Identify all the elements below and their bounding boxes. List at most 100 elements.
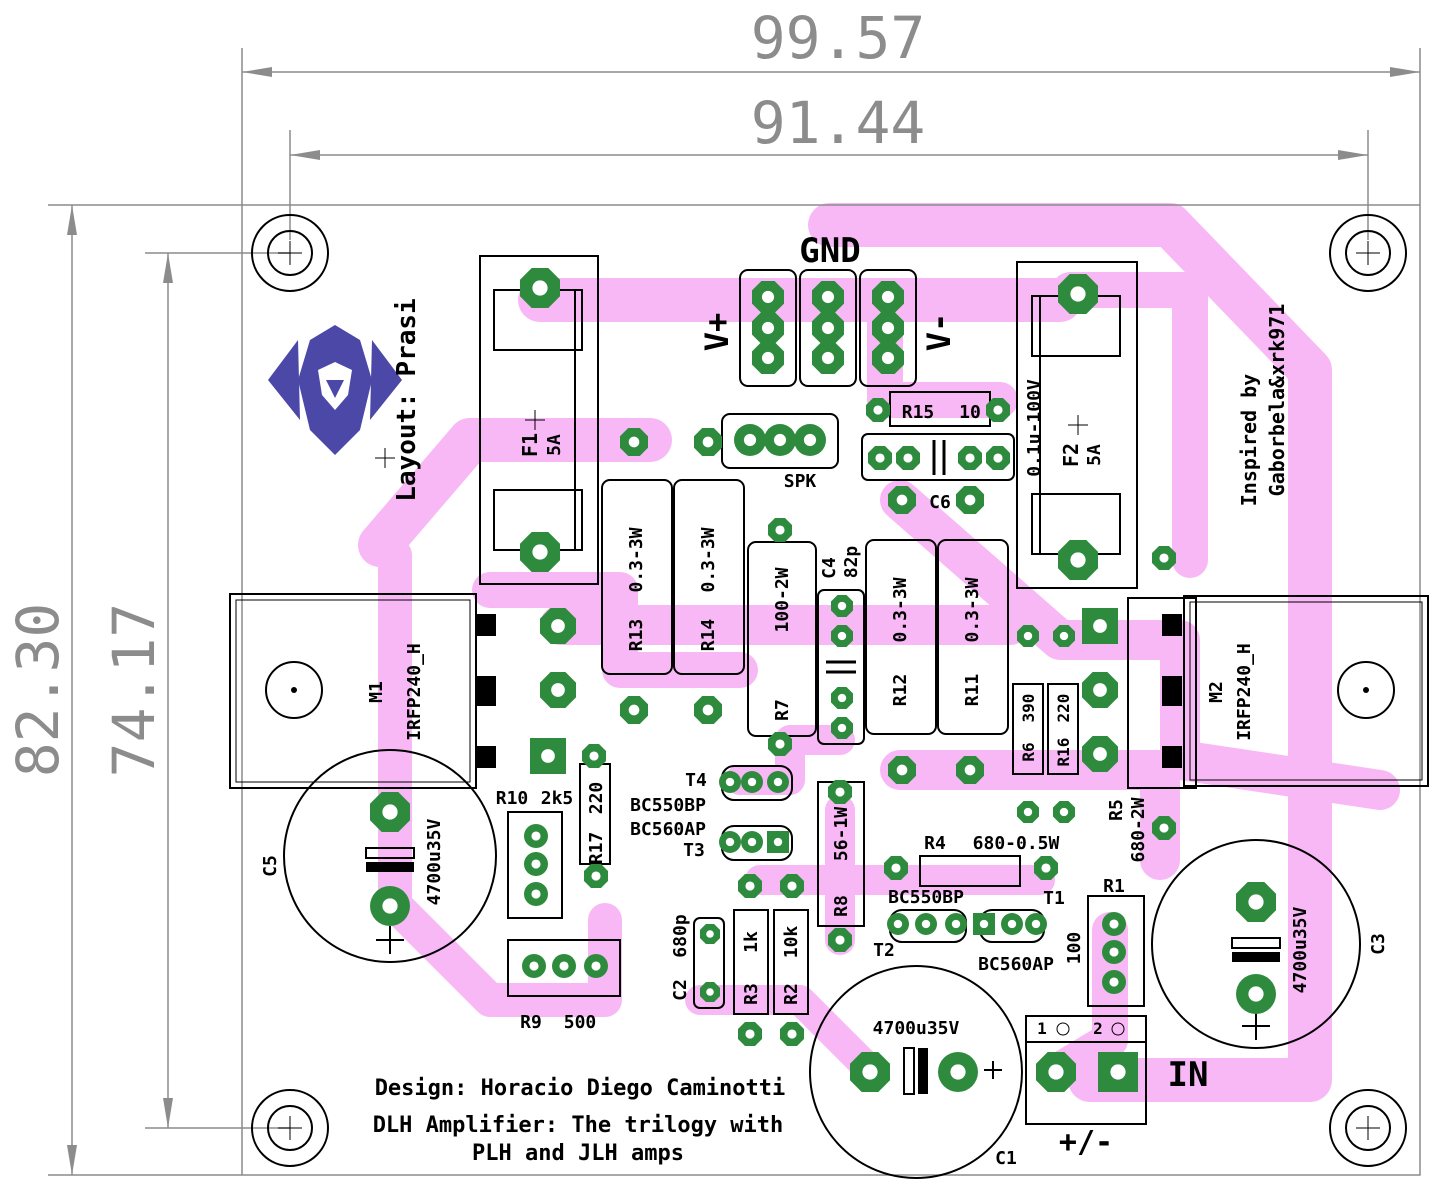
mosfet-m2 xyxy=(1127,595,1429,789)
r14-label: R14 xyxy=(698,619,719,652)
dim-width-inner: 91.44 xyxy=(751,89,926,157)
pad-hole-84 xyxy=(529,961,539,971)
pad-hole-49 xyxy=(382,804,398,820)
r15-label: R15 xyxy=(902,402,935,423)
pad-hole-0 xyxy=(532,280,548,296)
t1-value: BC550BP xyxy=(888,887,964,908)
c6-body xyxy=(861,433,1015,481)
pad-hole-64 xyxy=(773,837,783,847)
pad-hole-31 xyxy=(837,723,847,733)
pad-hole-15 xyxy=(803,433,817,447)
pad-hole-41 xyxy=(1093,683,1107,697)
spk-label: SPK xyxy=(784,471,817,492)
pad-hole-26 xyxy=(775,525,785,535)
r6-label: R6 xyxy=(1019,742,1038,761)
pad-hole-18 xyxy=(875,453,885,463)
pad-hole-79 xyxy=(706,988,714,996)
pad-hole-50 xyxy=(382,898,398,914)
pad-hole-25 xyxy=(702,704,714,716)
pad-hole-22 xyxy=(628,436,640,448)
trace-t-net xyxy=(725,725,855,795)
pad-hole-77 xyxy=(1109,977,1119,987)
pad-hole-9 xyxy=(821,351,835,365)
trace-right-block xyxy=(880,480,1400,810)
r9-trimmer xyxy=(507,939,621,997)
pad-hole-82 xyxy=(787,881,797,891)
pad-hole-30 xyxy=(837,693,847,703)
pad-hole-62 xyxy=(725,837,735,847)
pad-hole-17 xyxy=(993,405,1003,415)
r12-value: 0.3-3W xyxy=(890,577,911,642)
r14-value: 0.3-3W xyxy=(698,527,719,592)
r4-label: R4 xyxy=(924,833,946,854)
pad-hole-56 xyxy=(531,859,541,869)
m1-label: M1 xyxy=(366,681,387,703)
gnd-label: GND xyxy=(799,231,860,271)
r3-body xyxy=(733,909,769,1015)
m2-value: IRFP240_H xyxy=(1234,643,1255,741)
r4-body xyxy=(919,855,1021,887)
c2-label: C2 xyxy=(670,979,691,1001)
in-label: IN xyxy=(1168,1055,1209,1095)
pad-hole-74 xyxy=(1031,919,1041,929)
mounting-hole-tr xyxy=(1329,214,1407,292)
c6-value: 0.1u-100V xyxy=(1024,379,1045,477)
r15-value: 10 xyxy=(959,402,981,423)
r14-body xyxy=(673,479,745,675)
r3-label: R3 xyxy=(741,983,762,1005)
r2-label: R2 xyxy=(781,983,802,1005)
r11-value: 0.3-3W xyxy=(962,577,983,642)
c2-value: 680p xyxy=(670,914,691,958)
pad-hole-47 xyxy=(1159,553,1169,563)
r11-label: R11 xyxy=(962,674,983,707)
r5-label: R5 xyxy=(1106,799,1127,821)
r9-label: R9 xyxy=(520,1012,542,1033)
lion-logo-icon xyxy=(268,325,402,455)
pads xyxy=(370,268,1276,1092)
mounting-holes xyxy=(251,214,1407,1167)
power-header-vplus xyxy=(739,269,797,387)
c4-value: 82p xyxy=(841,546,862,579)
t4-label: T4 xyxy=(685,770,707,791)
trace-left-loop xyxy=(358,418,672,567)
pad-hole-65 xyxy=(835,787,845,797)
pad-hole-36 xyxy=(551,619,565,633)
m1-value: IRFP240_H xyxy=(404,643,425,741)
r6-value: 390 xyxy=(1019,694,1038,723)
pad-hole-76 xyxy=(1109,947,1119,957)
pad-hole-33 xyxy=(964,494,976,506)
trace-left-down xyxy=(378,538,622,1017)
inspired-names: Gaborbela&xrk971 xyxy=(1265,304,1289,497)
r12-body xyxy=(865,539,937,735)
pad-hole-29 xyxy=(837,631,847,641)
t4-value: BC550BP xyxy=(630,795,706,816)
pad-hole-61 xyxy=(773,777,783,787)
r1-value: 100 xyxy=(1064,932,1085,965)
title-line2: PLH and JLH amps xyxy=(472,1141,684,1166)
m2-label: M2 xyxy=(1206,681,1227,703)
pad-hole-14 xyxy=(773,433,787,447)
pad-hole-7 xyxy=(821,290,835,304)
power-header-vminus xyxy=(859,269,917,387)
c3-value: 4700u35V xyxy=(1290,906,1311,993)
pad-hole-35 xyxy=(964,764,976,776)
pad-hole-48 xyxy=(1159,823,1169,833)
pad-hole-80 xyxy=(745,881,755,891)
pad-hole-86 xyxy=(591,961,601,971)
in-pin2: 2 xyxy=(1093,1019,1103,1038)
pad-hole-54 xyxy=(950,1064,966,1080)
capacitor-c1 xyxy=(809,965,1023,1179)
trace-right-upper xyxy=(808,203,1332,1102)
c6-label: C6 xyxy=(929,492,951,513)
pad-hole-6 xyxy=(761,351,775,365)
pad-hole-53 xyxy=(862,1064,878,1080)
pad-hole-21 xyxy=(993,453,1003,463)
pad-hole-75 xyxy=(1109,919,1119,929)
pad-hole-27 xyxy=(775,739,785,749)
mounting-hole-br xyxy=(1329,1089,1407,1167)
r13-body xyxy=(601,479,673,675)
trace-r1-net xyxy=(1042,912,1128,1088)
t2-value: BC560AP xyxy=(978,954,1054,975)
pad-hole-20 xyxy=(965,453,975,463)
